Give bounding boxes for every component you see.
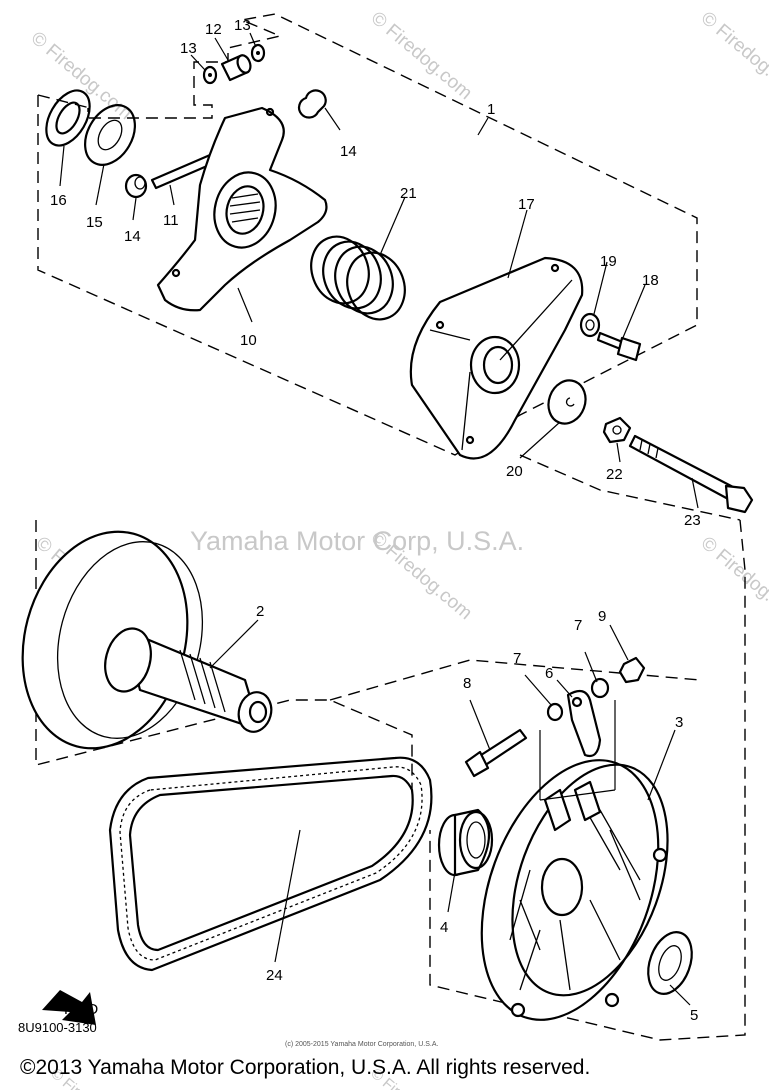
- callout-10: 10: [240, 332, 257, 349]
- callout-11: 11: [163, 212, 179, 229]
- callout-24: 24: [266, 967, 283, 984]
- washer-7b: [590, 677, 610, 699]
- callout-5: 5: [690, 1007, 698, 1024]
- diagram-code: 8U9100-3130: [18, 1020, 97, 1035]
- cover-17: [409, 256, 584, 460]
- callout-2: 2: [256, 603, 264, 620]
- assembly-outline: [35, 13, 746, 1041]
- callout-19: 19: [600, 253, 617, 270]
- callout-13: 13: [180, 40, 197, 57]
- washer-16: [45, 89, 91, 147]
- watermark: © Firedog.com: [697, 533, 769, 629]
- roller-14b: [124, 173, 148, 199]
- callout-8: 8: [463, 675, 471, 692]
- callout-21: 21: [400, 185, 417, 202]
- spider-10: [156, 106, 328, 312]
- drive-belt-24: FWD: [42, 756, 433, 1025]
- spring-21: [310, 235, 406, 321]
- callout-4: 4: [440, 919, 448, 936]
- callout-16: 16: [50, 192, 67, 209]
- callouts: 1 2 3 4 5 6 7 7 8 9 10 11 12 13 13 14 14…: [50, 17, 701, 1024]
- center-watermark: Yamaha Motor Corp, U.S.A.: [190, 526, 524, 556]
- nut-22: [602, 416, 632, 444]
- cap-20: [547, 379, 587, 425]
- callout-6: 6: [545, 665, 553, 682]
- bushing-4: [437, 808, 494, 877]
- washer-7a: [546, 702, 564, 722]
- weight-arm-6: [566, 689, 602, 758]
- watermark: © Firedog.com: [697, 8, 769, 104]
- callout-1: 1: [487, 101, 495, 118]
- movable-sheave-3: [480, 759, 669, 1021]
- callout-14: 14: [340, 143, 357, 160]
- footer-copyright: ©2013 Yamaha Motor Corporation, U.S.A. A…: [20, 1056, 591, 1079]
- callout-9: 9: [598, 608, 606, 625]
- callout-12: 12: [205, 21, 222, 38]
- callout-7: 7: [574, 617, 582, 634]
- washer-13b: [250, 43, 266, 63]
- fwd-arrow: [42, 990, 96, 1025]
- bolt-23: [628, 434, 754, 514]
- callout-13: 13: [234, 17, 251, 34]
- watermark: © Firedog.com: [27, 28, 136, 124]
- nut-9: [618, 656, 646, 684]
- washer-5: [647, 931, 693, 995]
- fwd-label: FWD: [64, 1001, 98, 1018]
- callout-17: 17: [518, 196, 535, 213]
- callout-23: 23: [684, 512, 701, 529]
- bolt-8: [464, 728, 528, 778]
- pin-12: [220, 54, 252, 82]
- callout-22: 22: [606, 466, 623, 483]
- bolt-18: [596, 331, 642, 362]
- callout-14: 14: [124, 228, 141, 245]
- washer-13a: [202, 65, 218, 85]
- leader-lines: [59, 32, 699, 1006]
- callout-15: 15: [86, 214, 103, 231]
- fixed-sheave-2: [21, 530, 273, 750]
- callout-18: 18: [642, 272, 659, 289]
- watermark: © Firedog.com: [367, 8, 476, 104]
- callout-3: 3: [675, 714, 683, 731]
- callout-20: 20: [506, 463, 523, 480]
- tiny-copyright: (c) 2005-2015 Yamaha Motor Corporation, …: [285, 1041, 438, 1048]
- washer-19: [579, 312, 601, 338]
- roller-14a: [297, 89, 327, 119]
- callout-7: 7: [513, 650, 521, 667]
- washer-15: [84, 104, 136, 166]
